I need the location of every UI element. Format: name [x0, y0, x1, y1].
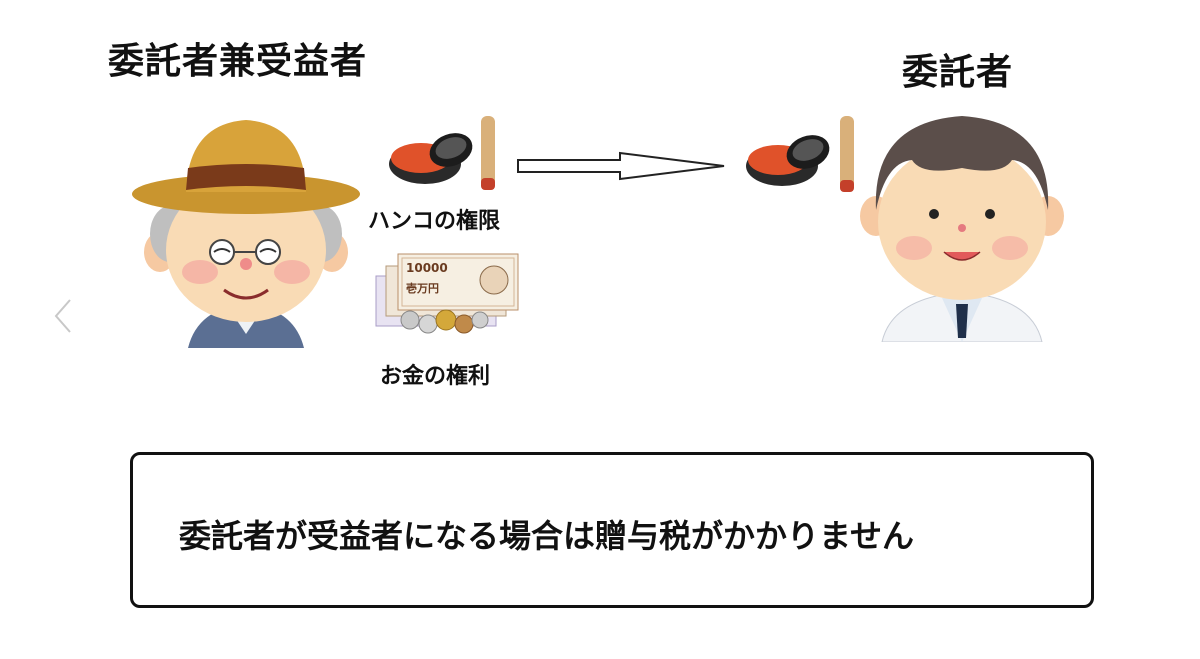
banknote-value: 10000 — [406, 261, 448, 275]
gift-tax-note: 委託者が受益者になる場合は贈与税がかかりません — [179, 517, 915, 555]
hanko-seal-icon — [389, 116, 495, 190]
doctor-illustration — [860, 116, 1064, 342]
settlor-title: 委託者 — [902, 52, 1014, 93]
money-icon: 10000 壱万円 — [375, 253, 519, 334]
chevron-left-icon[interactable] — [50, 296, 76, 336]
seal-authority-label: ハンコの権限 — [368, 209, 501, 234]
money-rights-label: お金の権利 — [380, 364, 491, 389]
banknote-text: 壱万円 — [406, 281, 439, 295]
hanko-seal-icon — [746, 116, 854, 192]
elderly-man-illustration — [132, 120, 360, 348]
note-box: 委託者が受益者になる場合は贈与税がかかりません — [130, 452, 1094, 608]
beneficiary-settlor-title: 委託者兼受益者 — [108, 41, 368, 82]
right-arrow-icon — [517, 151, 725, 181]
